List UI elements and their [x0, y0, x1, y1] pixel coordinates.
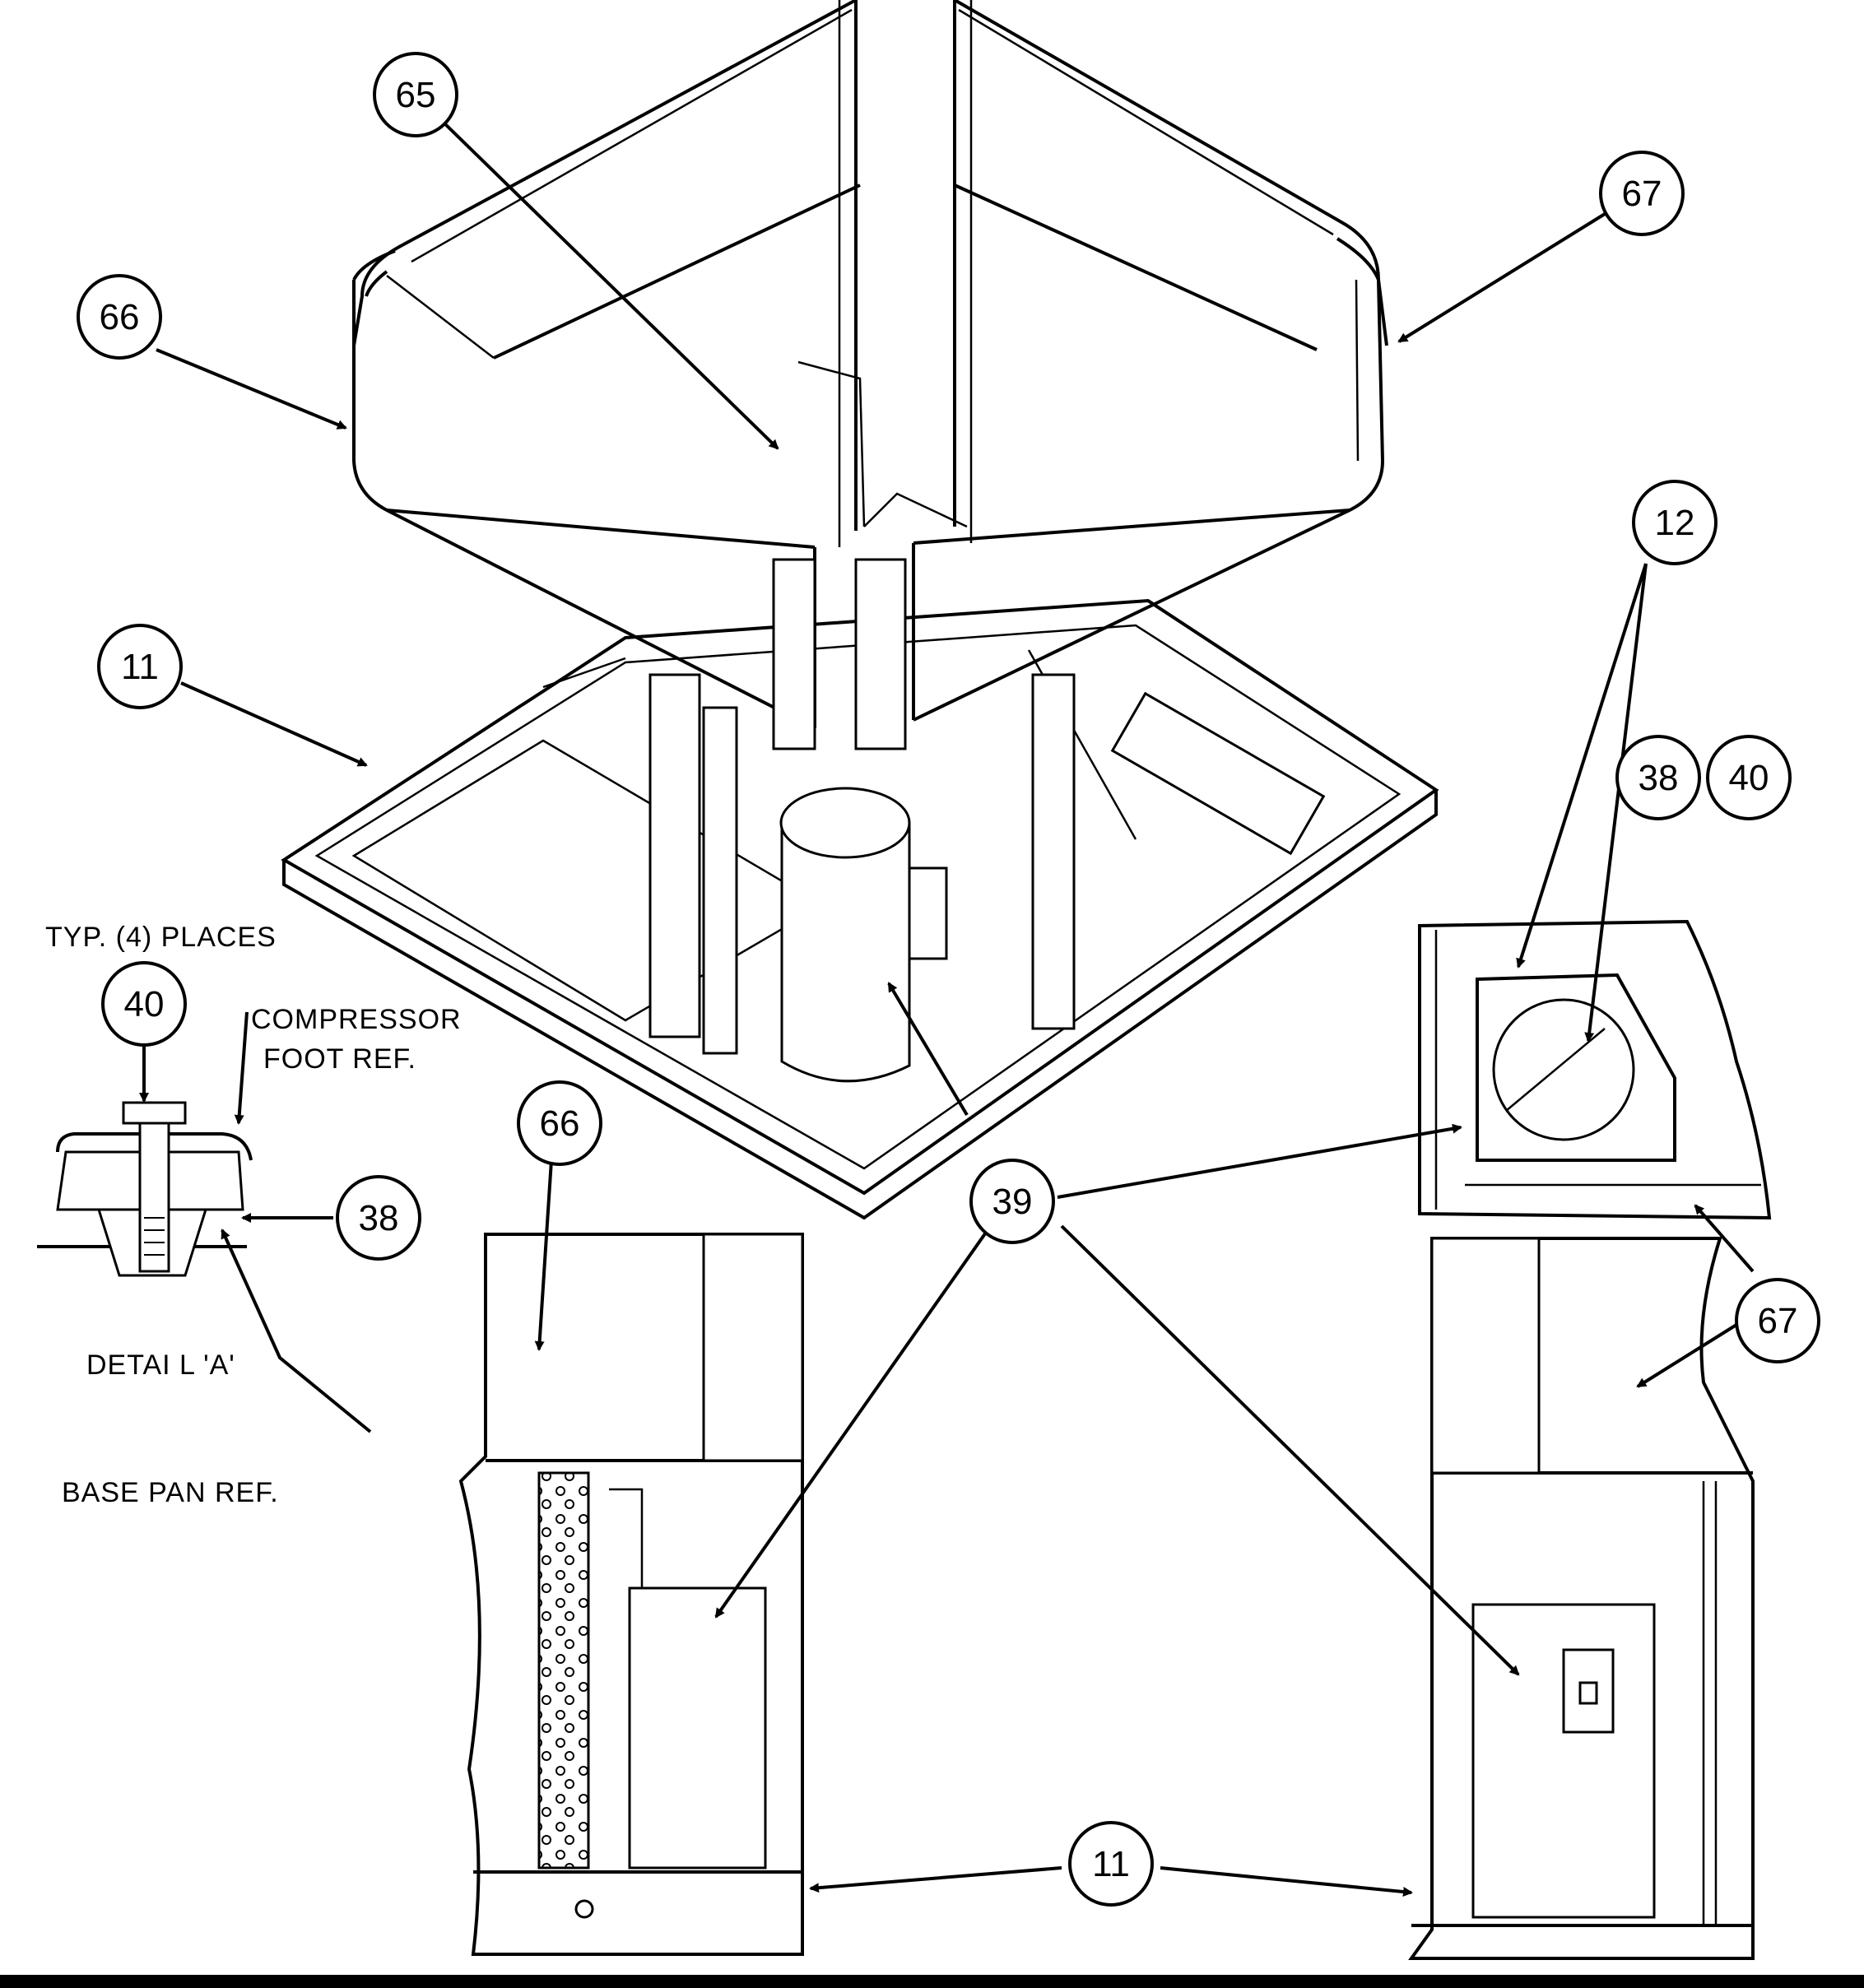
- callout-11-bottom: 11: [1068, 1821, 1154, 1907]
- callout-66-top-label: 66: [100, 297, 140, 337]
- callout-38-right: 38: [1615, 735, 1701, 820]
- callout-38-right-label: 38: [1639, 758, 1679, 798]
- callout-39-label: 39: [992, 1182, 1033, 1222]
- callout-40-detail: 40: [101, 961, 187, 1047]
- callout-66-bottom-label: 66: [540, 1103, 580, 1144]
- callout-40-right-label: 40: [1729, 758, 1769, 798]
- note-compressor-foot-line2: FOOT REF.: [263, 1043, 416, 1075]
- callout-65-label: 65: [396, 75, 436, 115]
- leader-lines: [139, 118, 1755, 1897]
- callout-12: 12: [1632, 480, 1718, 565]
- callout-67-bottom-label: 67: [1758, 1301, 1798, 1341]
- callout-65: 65: [373, 52, 458, 137]
- callout-67-top-label: 67: [1622, 174, 1662, 214]
- callout-11-top: 11: [97, 624, 183, 709]
- callout-11-top-label: 11: [121, 647, 159, 687]
- coil-wrapper-assembly: [352, 0, 1388, 730]
- callout-40-right: 40: [1706, 735, 1792, 820]
- detail-a-mount: [37, 1101, 253, 1277]
- callout-38-detail-label: 38: [359, 1198, 399, 1238]
- callout-66-top: 66: [77, 274, 162, 360]
- callout-39: 39: [969, 1159, 1055, 1244]
- callout-67-top: 67: [1599, 151, 1685, 236]
- callout-66-bottom: 66: [517, 1080, 602, 1166]
- side-view-right: [1408, 1237, 1755, 1960]
- bottom-border-rule: [0, 1975, 1864, 1988]
- note-detail-a: DETAI L 'A': [86, 1349, 235, 1381]
- note-typ-places: TYP. (4) PLACES: [45, 922, 277, 953]
- compressor-assembly-top: [648, 360, 1076, 1083]
- detail-compressor-top-view: [1418, 919, 1772, 1220]
- callout-12-label: 12: [1655, 503, 1695, 543]
- note-compressor-foot-line1: COMPRESSOR: [251, 1004, 462, 1035]
- callout-11-bottom-label: 11: [1092, 1844, 1130, 1884]
- callout-38-detail: 38: [336, 1175, 421, 1261]
- note-base-pan: BASE PAN REF.: [62, 1477, 279, 1508]
- side-view-left: [458, 1233, 804, 1956]
- callout-67-bottom: 67: [1735, 1278, 1820, 1363]
- callout-40-detail-label: 40: [124, 984, 165, 1024]
